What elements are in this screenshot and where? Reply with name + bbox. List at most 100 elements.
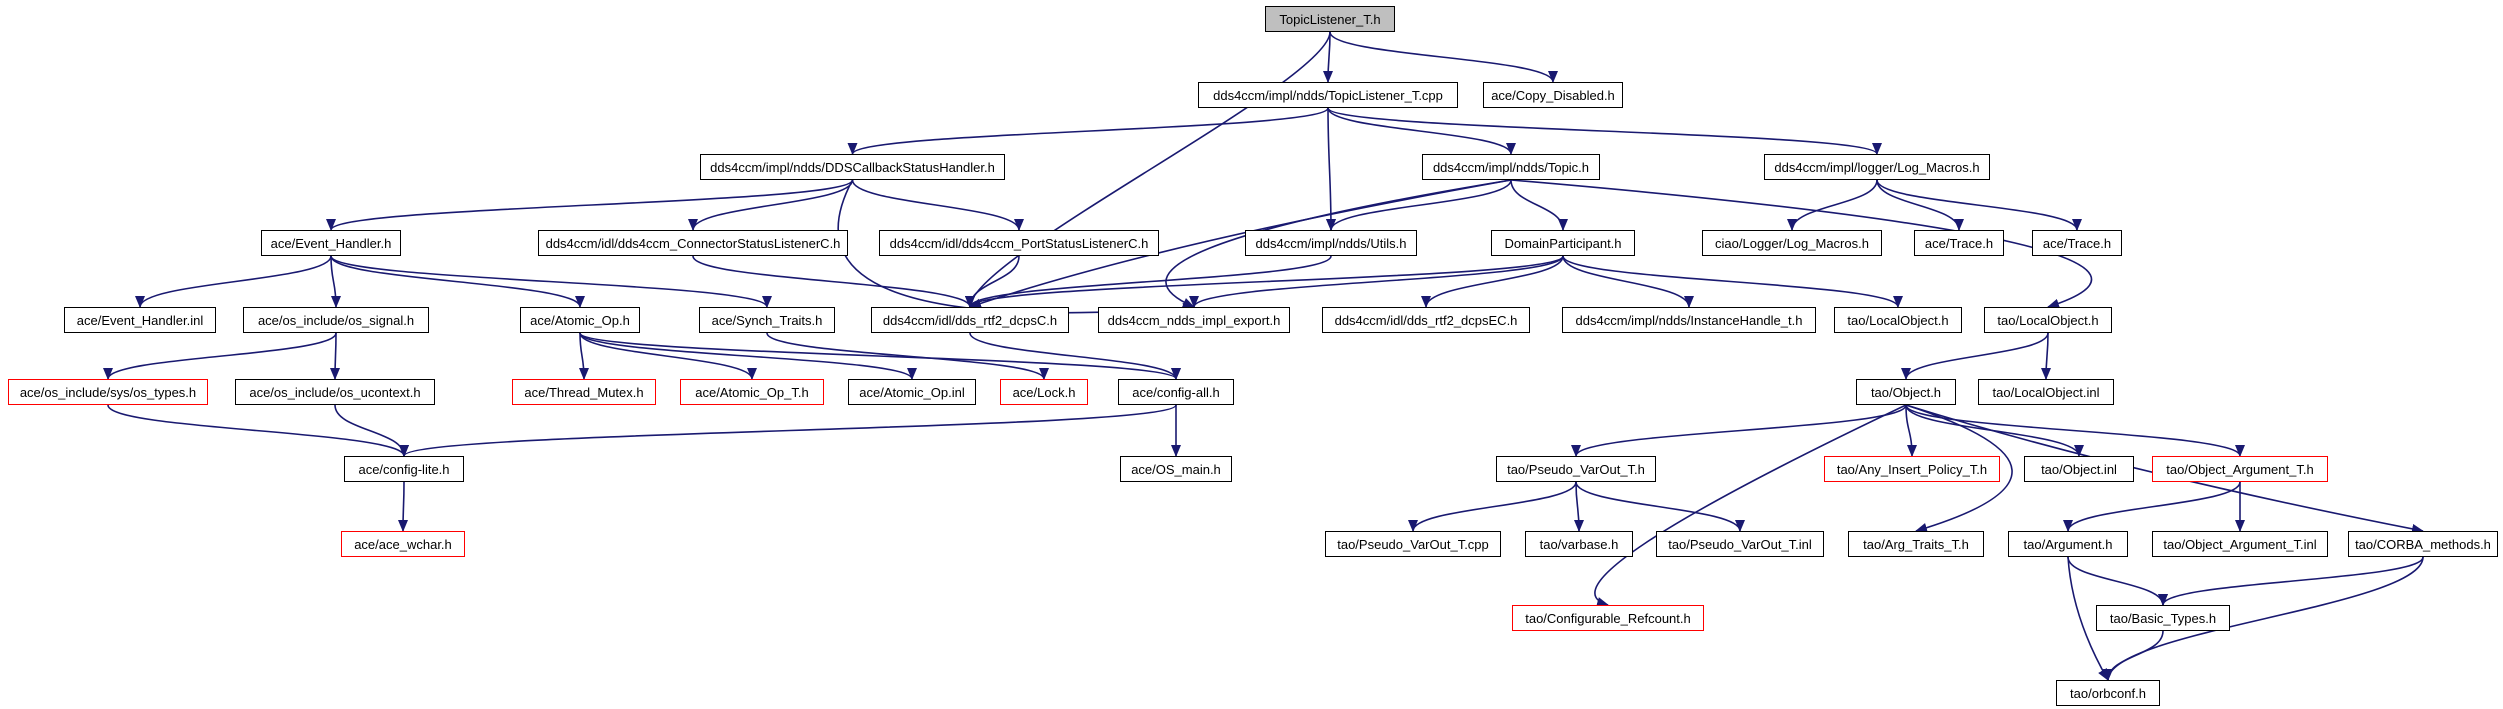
include-edge-n32-n37 — [1905, 404, 1917, 457]
graph-node-dds4ccm-impl-ndds-topiclistener-t-cpp[interactable]: dds4ccm/impl/ndds/TopicListener_T.cpp — [1198, 82, 1458, 108]
include-edge-n26-n34 — [334, 404, 409, 457]
include-edge-n8-n19 — [692, 255, 975, 308]
include-edge-n7-n15 — [135, 255, 332, 308]
graph-node-ace-event-handler-h[interactable]: ace/Event_Handler.h — [261, 230, 401, 256]
graph-node-ace-ace-wchar-h[interactable]: ace/ace_wchar.h — [341, 531, 465, 557]
graph-node-tao-arg-traits-t-h[interactable]: tao/Arg_Traits_T.h — [1848, 531, 1984, 557]
include-edge-n24-n33 — [2041, 332, 2052, 380]
include-edge-n47-n49 — [2158, 556, 2424, 606]
graph-node-ace-trace-h[interactable]: ace/Trace.h — [1914, 230, 2004, 256]
graph-node-ace-os-include-sys-os-types-h[interactable]: ace/os_include/sys/os_types.h — [8, 379, 208, 405]
graph-node-tao-pseudo-varout-t-inl[interactable]: tao/Pseudo_VarOut_T.inl — [1656, 531, 1824, 557]
include-edge-n2-n5 — [1327, 107, 1516, 155]
include-edge-n2-n6 — [1327, 107, 1882, 155]
graph-node-dds4ccm-idl-dds4ccm-connectorstatuslistenerc-h[interactable]: dds4ccm/idl/dds4ccm_ConnectorStatusListe… — [538, 230, 848, 256]
include-edge-n2-n10 — [1325, 107, 1336, 231]
include-edge-n6-n13 — [1876, 179, 1964, 231]
include-edge-n32-n36 — [1571, 404, 1907, 457]
graph-node-dds4ccm-idl-dds4ccm-portstatuslistenerc-h[interactable]: dds4ccm/idl/dds4ccm_PortStatusListenerC.… — [879, 230, 1159, 256]
include-edge-n31-n34 — [399, 404, 1177, 457]
graph-node-dds4ccm-idl-dds-rtf2-dcpsc-h[interactable]: dds4ccm/idl/dds_rtf2_dcpsC.h — [871, 307, 1069, 333]
include-edge-n34-n40 — [398, 481, 409, 532]
graph-node-ace-event-handler-inl[interactable]: ace/Event_Handler.inl — [64, 307, 216, 333]
include-edge-n1-n2 — [1323, 31, 1334, 83]
include-edge-n4-n7 — [326, 179, 854, 231]
graph-node-tao-localobject-inl[interactable]: tao/LocalObject.inl — [1978, 379, 2114, 405]
graph-node-tao-pseudo-varout-t-h[interactable]: tao/Pseudo_VarOut_T.h — [1496, 456, 1656, 482]
include-edge-n36-n43 — [1575, 481, 1745, 532]
graph-node-tao-localobject-h[interactable]: tao/LocalObject.h — [1834, 307, 1962, 333]
include-edge-n25-n34 — [107, 404, 409, 457]
include-edge-n19-n31 — [969, 332, 1181, 380]
graph-node-ace-os-include-os-signal-h[interactable]: ace/os_include/os_signal.h — [243, 307, 429, 333]
include-edge-n36-n42 — [1573, 481, 1584, 532]
include-edge-n18-n30 — [766, 332, 1049, 380]
include-edge-n1-n19 — [965, 31, 1331, 308]
include-edge-n11-n23 — [1562, 255, 1903, 308]
include-edge-n16-n26 — [330, 332, 341, 380]
graph-node-domainparticipant-h[interactable]: DomainParticipant.h — [1491, 230, 1635, 256]
include-edge-n17-n27 — [578, 332, 589, 380]
include-edge-n24-n32 — [1901, 332, 2049, 380]
graph-node-tao-argument-h[interactable]: tao/Argument.h — [2008, 531, 2128, 557]
graph-node-ace-atomic-op-t-h[interactable]: ace/Atomic_Op_T.h — [680, 379, 824, 405]
include-edge-n4-n8 — [688, 179, 854, 231]
include-edge-n17-n31 — [579, 332, 1181, 380]
include-edge-n45-n49 — [2067, 556, 2168, 606]
include-edge-n9-n19 — [965, 255, 1020, 308]
graph-node-ace-config-all-h[interactable]: ace/config-all.h — [1118, 379, 1234, 405]
graph-node-ace-atomic-op-inl[interactable]: ace/Atomic_Op.inl — [848, 379, 976, 405]
graph-node-ace-config-lite-h[interactable]: ace/config-lite.h — [344, 456, 464, 482]
graph-node-tao-corba-methods-h[interactable]: tao/CORBA_methods.h — [2348, 531, 2498, 557]
graph-node-tao-object-argument-t-h[interactable]: tao/Object_Argument_T.h — [2152, 456, 2328, 482]
include-edge-n6-n12 — [1787, 179, 1878, 231]
include-edge-n16-n25 — [103, 332, 337, 380]
graph-node-tao-configurable-refcount-h[interactable]: tao/Configurable_Refcount.h — [1512, 605, 1704, 631]
include-edge-n36-n41 — [1408, 481, 1577, 532]
graph-node-dds4ccm-idl-dds-rtf2-dcpsec-h[interactable]: dds4ccm/idl/dds_rtf2_dcpsEC.h — [1322, 307, 1530, 333]
graph-node-ace-copy-disabled-h[interactable]: ace/Copy_Disabled.h — [1483, 82, 1623, 108]
graph-node-tao-basic-types-h[interactable]: tao/Basic_Types.h — [2096, 605, 2230, 631]
graph-node-ace-thread-mutex-h[interactable]: ace/Thread_Mutex.h — [512, 379, 656, 405]
graph-node-dds4ccm-ndds-impl-export-h[interactable]: dds4ccm_ndds_impl_export.h — [1098, 307, 1290, 333]
graph-node-tao-orbconf-h[interactable]: tao/orbconf.h — [2056, 680, 2160, 706]
include-edge-n5-n10 — [1326, 179, 1512, 231]
include-edge-n7-n18 — [330, 255, 772, 308]
graph-node-dds4ccm-impl-ndds-topic-h[interactable]: dds4ccm/impl/ndds/Topic.h — [1422, 154, 1600, 180]
graph-node-ace-lock-h[interactable]: ace/Lock.h — [1000, 379, 1088, 405]
graph-node-dds4ccm-impl-ndds-ddscallbackstatushandler-h[interactable]: dds4ccm/impl/ndds/DDSCallbackStatusHandl… — [700, 154, 1005, 180]
include-edge-n7-n17 — [330, 255, 585, 308]
graph-node-ace-synch-traits-h[interactable]: ace/Synch_Traits.h — [699, 307, 835, 333]
graph-node-topiclistener-t-h[interactable]: TopicListener_T.h — [1265, 6, 1395, 32]
graph-node-tao-object-h[interactable]: tao/Object.h — [1856, 379, 1956, 405]
graph-node-ciao-logger-log-macros-h[interactable]: ciao/Logger/Log_Macros.h — [1702, 230, 1882, 256]
graph-node-tao-localobject-h[interactable]: tao/LocalObject.h — [1984, 307, 2112, 333]
graph-node-ace-trace-h[interactable]: ace/Trace.h — [2032, 230, 2122, 256]
include-edge-n32-n48 — [1594, 404, 1907, 607]
include-edge-n5-n11 — [1510, 179, 1568, 231]
graph-node-tao-object-argument-t-inl[interactable]: tao/Object_Argument_T.inl — [2152, 531, 2328, 557]
graph-node-tao-pseudo-varout-t-cpp[interactable]: tao/Pseudo_VarOut_T.cpp — [1325, 531, 1501, 557]
graph-node-dds4ccm-impl-logger-log-macros-h[interactable]: dds4ccm/impl/logger/Log_Macros.h — [1764, 154, 1990, 180]
include-edge-n2-n4 — [847, 107, 1329, 155]
graph-node-tao-object-inl[interactable]: tao/Object.inl — [2024, 456, 2134, 482]
graph-node-ace-os-main-h[interactable]: ace/OS_main.h — [1120, 456, 1232, 482]
include-edge-n11-n20 — [1189, 255, 1564, 308]
graph-node-ace-os-include-os-ucontext-h[interactable]: ace/os_include/os_ucontext.h — [235, 379, 435, 405]
include-edge-n11-n21 — [1421, 255, 1564, 308]
include-edge-n6-n14 — [1876, 179, 2082, 231]
graph-node-dds4ccm-impl-ndds-utils-h[interactable]: dds4ccm/impl/ndds/Utils.h — [1245, 230, 1417, 256]
graph-node-tao-varbase-h[interactable]: tao/varbase.h — [1525, 531, 1633, 557]
include-edge-n1-n3 — [1329, 31, 1558, 83]
include-edge-n39-n45 — [2063, 481, 2241, 532]
include-edge-n17-n29 — [579, 332, 917, 380]
include-edge-n17-n28 — [579, 332, 757, 380]
graph-node-tao-any-insert-policy-t-h[interactable]: tao/Any_Insert_Policy_T.h — [1824, 456, 2000, 482]
graph-node-dds4ccm-impl-ndds-instancehandle-t-h[interactable]: dds4ccm/impl/ndds/InstanceHandle_t.h — [1562, 307, 1816, 333]
include-edge-n11-n22 — [1562, 255, 1694, 308]
include-edge-n11-n19 — [965, 255, 1564, 308]
include-edge-n32-n38 — [1905, 404, 2084, 457]
include-edge-n4-n9 — [851, 179, 1024, 231]
graph-node-ace-atomic-op-h[interactable]: ace/Atomic_Op.h — [520, 307, 640, 333]
